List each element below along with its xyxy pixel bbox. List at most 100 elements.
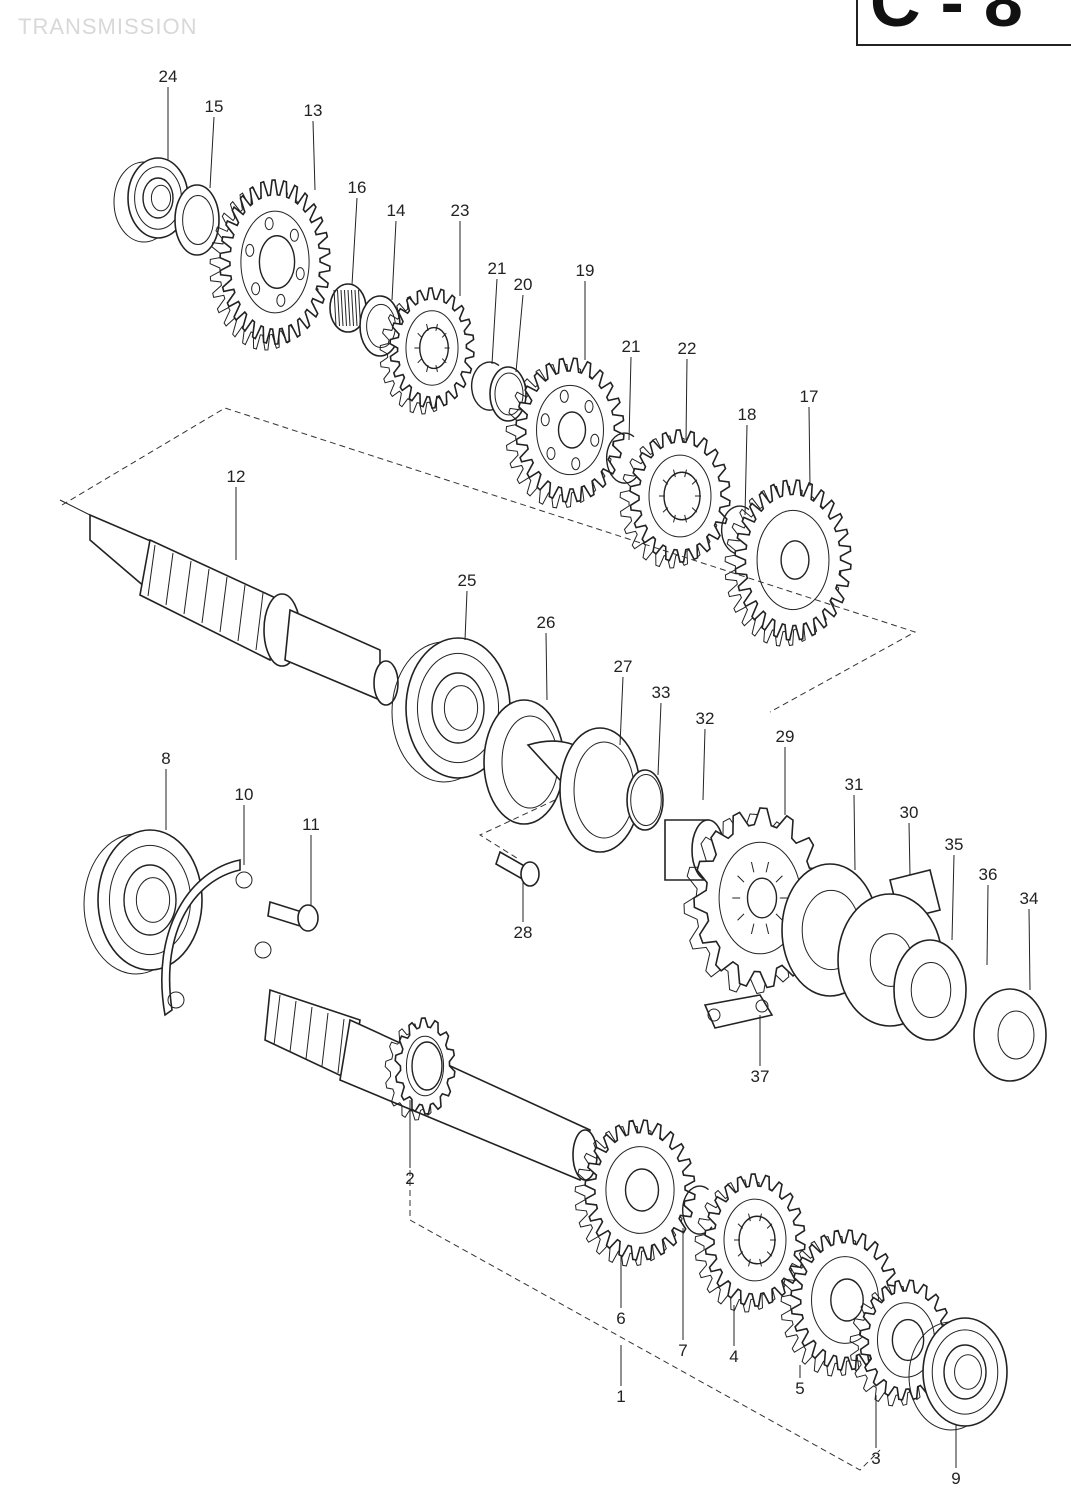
nut-body	[973, 988, 1047, 1082]
gear-19-teeth	[515, 357, 625, 503]
shaft-thread-end	[373, 660, 399, 706]
washer-15	[174, 184, 220, 256]
callout-9: 9	[951, 1469, 960, 1488]
section-title: TRANSMISSION	[18, 14, 198, 39]
gear-4	[694, 1173, 806, 1313]
sprocket-29-spline	[775, 913, 783, 921]
gear-19-web	[536, 384, 604, 476]
gear-13-web	[240, 210, 310, 314]
spline-line	[305, 1006, 313, 1060]
screw-28	[495, 850, 540, 887]
gear-22-spline	[673, 469, 676, 478]
o-ring-33	[626, 769, 664, 831]
gear-6-web	[605, 1146, 675, 1234]
gear-23-spline	[435, 365, 438, 373]
bearing-9-race	[931, 1329, 999, 1415]
callout-36: 36	[979, 865, 998, 884]
leader-line-31	[853, 794, 856, 871]
leader-line-36	[986, 884, 989, 966]
circlip-21b	[605, 432, 639, 484]
gear-13-teeth	[219, 179, 331, 345]
countershaft-12	[59, 499, 399, 706]
shaft-output	[284, 608, 381, 702]
needle-roller	[344, 289, 347, 327]
shaft-spline-section	[139, 538, 281, 662]
sprocket-29-bore	[746, 877, 778, 919]
bolt-11	[267, 900, 319, 932]
callout-24: 24	[159, 67, 178, 86]
link-pin	[707, 1008, 721, 1022]
callout-23: 23	[451, 201, 470, 220]
bearing-25-inner	[431, 672, 485, 744]
callout-13: 13	[304, 101, 323, 120]
callout-25: 25	[458, 571, 477, 590]
gear-17	[724, 479, 852, 647]
callout-10: 10	[235, 785, 254, 804]
link-pin	[755, 999, 769, 1013]
washer-20-inner	[494, 372, 524, 416]
bearing-9-inner	[943, 1344, 987, 1400]
gear-2-integral-web	[405, 1035, 445, 1097]
needle-roller	[340, 289, 344, 327]
callout-22: 22	[678, 339, 697, 358]
gear-19-hole	[584, 400, 594, 414]
leader-line-18	[744, 424, 748, 516]
spline-line	[147, 544, 156, 597]
spline-line	[289, 1000, 297, 1053]
callout-21: 21	[488, 259, 507, 278]
washer-36	[893, 939, 967, 1041]
washer-36-outer	[893, 939, 967, 1041]
gear-13-hole	[295, 267, 305, 281]
gear-2-integral-teeth	[394, 1017, 456, 1115]
sprocket-29-spline	[765, 923, 770, 935]
spline-line	[337, 1018, 345, 1074]
gear-5-bore	[830, 1278, 864, 1322]
leader-line-13	[312, 120, 316, 191]
gear-22-spline	[684, 469, 687, 478]
spline-line	[321, 1012, 329, 1067]
nut-bore	[997, 1010, 1035, 1060]
spline-line	[273, 994, 281, 1046]
gear-13	[209, 179, 331, 351]
leader-line-32	[702, 728, 706, 801]
gear-19-hole	[571, 457, 581, 471]
bolt-head	[297, 904, 319, 932]
stopper-arc	[161, 859, 241, 1017]
gear-22	[619, 429, 731, 569]
gear-23-spline	[417, 358, 423, 364]
needle-roller	[347, 289, 351, 327]
gear-22-spline	[662, 479, 669, 485]
sprocket-29-spline	[737, 875, 745, 883]
callout-3: 3	[871, 1449, 880, 1468]
gear-23-teeth	[389, 287, 475, 409]
bearing-9-bore	[954, 1354, 982, 1390]
washer-20	[489, 366, 527, 422]
gear-22-teeth	[629, 429, 731, 563]
gear-13-hole	[289, 228, 299, 242]
gear-4-spline	[759, 1258, 762, 1267]
needle-roller	[337, 289, 340, 327]
gear-17-teeth	[734, 479, 852, 641]
sprocket-29-spline	[765, 861, 770, 873]
callout-34: 34	[1020, 889, 1039, 908]
gear-2-integral-bore	[411, 1041, 443, 1091]
gear-4-teeth	[704, 1173, 806, 1307]
leader-line-33	[657, 702, 662, 776]
stopper-hole	[167, 991, 185, 1009]
circlip-7	[681, 1185, 713, 1235]
gear-17-bore	[780, 540, 810, 580]
gear-6-teeth	[584, 1119, 696, 1261]
gear-4-web	[723, 1198, 787, 1282]
gear-4-spline	[748, 1213, 751, 1222]
leader-line-21	[491, 278, 498, 365]
sprocket-29-spline	[750, 861, 755, 873]
group-outline-driveshaft	[409, 1120, 881, 1471]
shaft-tip	[59, 499, 91, 516]
stopper-hole	[235, 871, 253, 889]
callout-5: 5	[795, 1379, 804, 1398]
bearing-25-race	[416, 652, 500, 764]
leader-line-22	[685, 358, 688, 441]
parts-drawing	[59, 157, 1047, 1471]
callout-7: 7	[678, 1341, 687, 1360]
